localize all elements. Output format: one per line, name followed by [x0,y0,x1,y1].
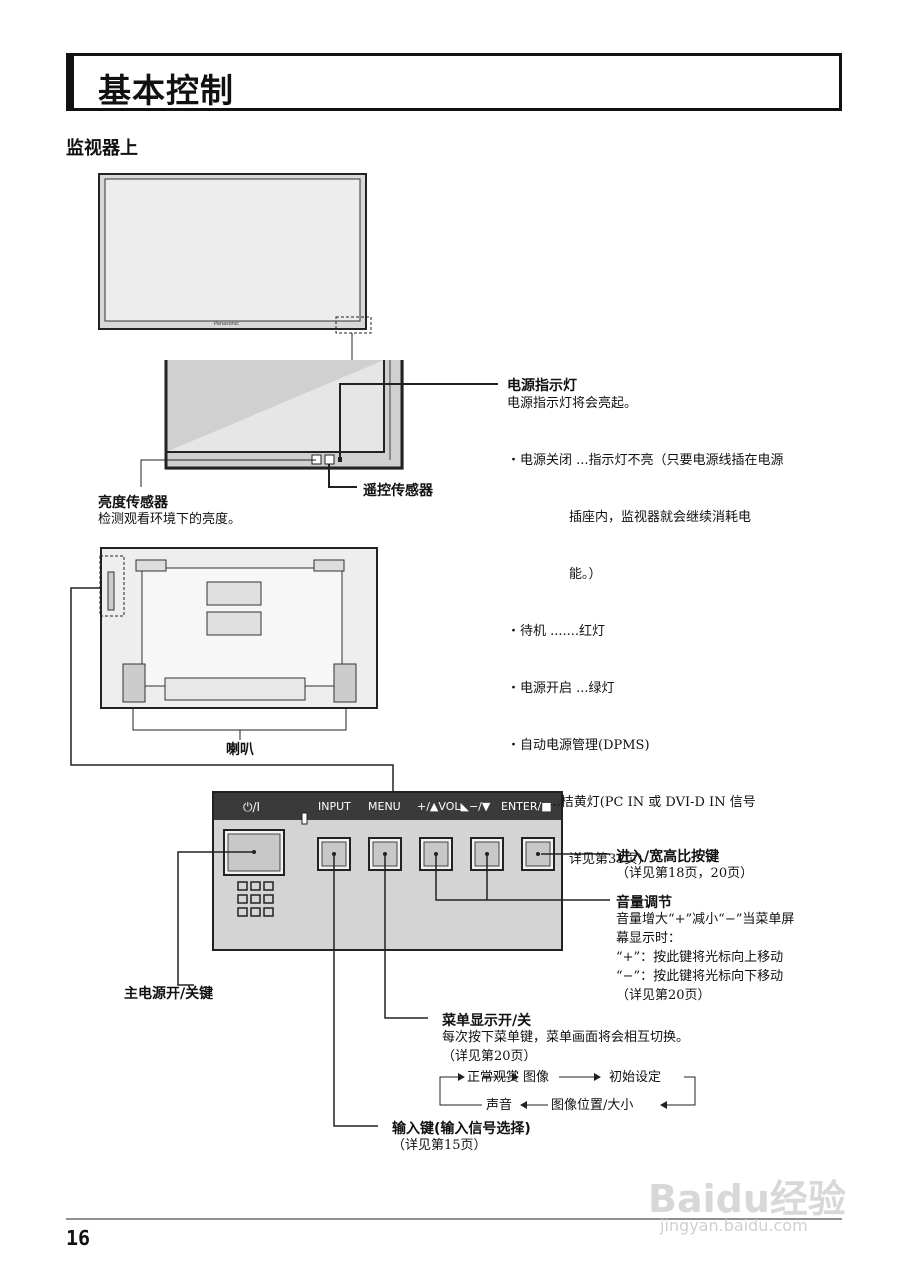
enter-button-label: ENTER/■ [501,800,552,813]
power-indicator-states: ・电源关闭 ...指示灯不亮（只要电源线插在电源 插座内，监视器就会继续消耗电 … [507,413,784,888]
enter-key-heading: 进入/宽高比按键 [616,849,720,865]
menu-key-line: 每次按下菜单键，菜单画面将会相互切换。 [442,1030,690,1045]
flow-position: 图像位置/大小 [551,1098,634,1113]
volume-line: 幕显示时： [616,931,682,946]
page-number: 16 [66,1226,91,1250]
volume-up-button[interactable] [420,838,452,870]
front-monitor [98,173,372,334]
menu-button[interactable] [369,838,401,870]
remote-sensor-label: 遥控传感器 [363,483,433,499]
state-line: ・自动电源管理(DPMS) [507,738,650,753]
volume-line: “−”：按此键将光标向下移动 [616,969,784,984]
volume-line: （详见第20页） [616,988,711,1003]
state-line: 能。） [507,567,602,582]
volume-line: 音量增大“+”减小“−”当菜单屏 [616,912,795,927]
power-switch-label: ⏻/I [243,800,261,814]
state-line: ・待机 .......红灯 [507,624,606,639]
flow-setup: 初始设定 [609,1070,662,1085]
menu-button-label: MENU [368,800,401,813]
input-button[interactable] [318,838,350,870]
section-subtitle: 监视器上 [66,138,138,159]
brand-logo: Panasonic [214,321,240,327]
main-power-button[interactable] [224,830,284,875]
speaker-label: 喇叭 [226,742,254,758]
menu-key-heading: 菜单显示开/关 [442,1013,532,1029]
main-power-heading: 主电源开/关键 [124,986,214,1002]
state-line: ・电源关闭 ...指示灯不亮（只要电源线插在电源 [507,453,784,468]
watermark-logo: Baidu经验 [648,1177,846,1221]
brightness-sensor-desc: 检测观看环境下的亮度。 [98,512,242,527]
state-line: ...........桔黄灯(PC IN 或 DVI-D IN 信号 [507,795,756,810]
power-indicator-desc: 电源指示灯将会亮起。 [507,396,638,411]
volume-button-label: +/▲VOL◣−/▼ [417,800,491,813]
input-key-ref: （详见第15页） [392,1138,487,1153]
menu-key-line: （详见第20页） [442,1049,537,1064]
state-line: 详见第31页) [507,852,643,867]
flow-normal: 正常观赏 [467,1070,520,1085]
volume-heading: 音量调节 [616,895,672,911]
rear-monitor [99,547,378,709]
enter-button[interactable] [522,838,554,870]
menu-key-desc: 每次按下菜单键，菜单画面将会相互切换。 （详见第20页） [442,1028,689,1066]
flow-picture: 图像 [523,1070,550,1085]
watermark-url: jingyan.baidu.com [660,1216,808,1235]
power-indicator-heading: 电源指示灯 [507,378,577,394]
input-button-label: INPUT [318,800,351,813]
volume-down-button[interactable] [471,838,503,870]
state-line: 插座内，监视器就会继续消耗电 [507,510,751,525]
flow-sound: 声音 [486,1098,513,1113]
volume-desc: 音量增大“+”减小“−”当菜单屏 幕显示时： “+”：按此键将光标向上移动 “−… [616,910,794,1005]
enter-key-ref: （详见第18页，20页） [616,866,754,881]
input-key-heading: 输入键(输入信号选择) [392,1121,531,1137]
title-box: 基本控制 [66,53,842,111]
brightness-sensor-heading: 亮度传感器 [98,495,168,511]
state-line: ・电源开启 ...绿灯 [507,681,615,696]
page-title: 基本控制 [98,71,234,110]
front-corner-zoom [164,360,404,470]
volume-line: “+”：按此键将光标向上移动 [616,950,784,965]
